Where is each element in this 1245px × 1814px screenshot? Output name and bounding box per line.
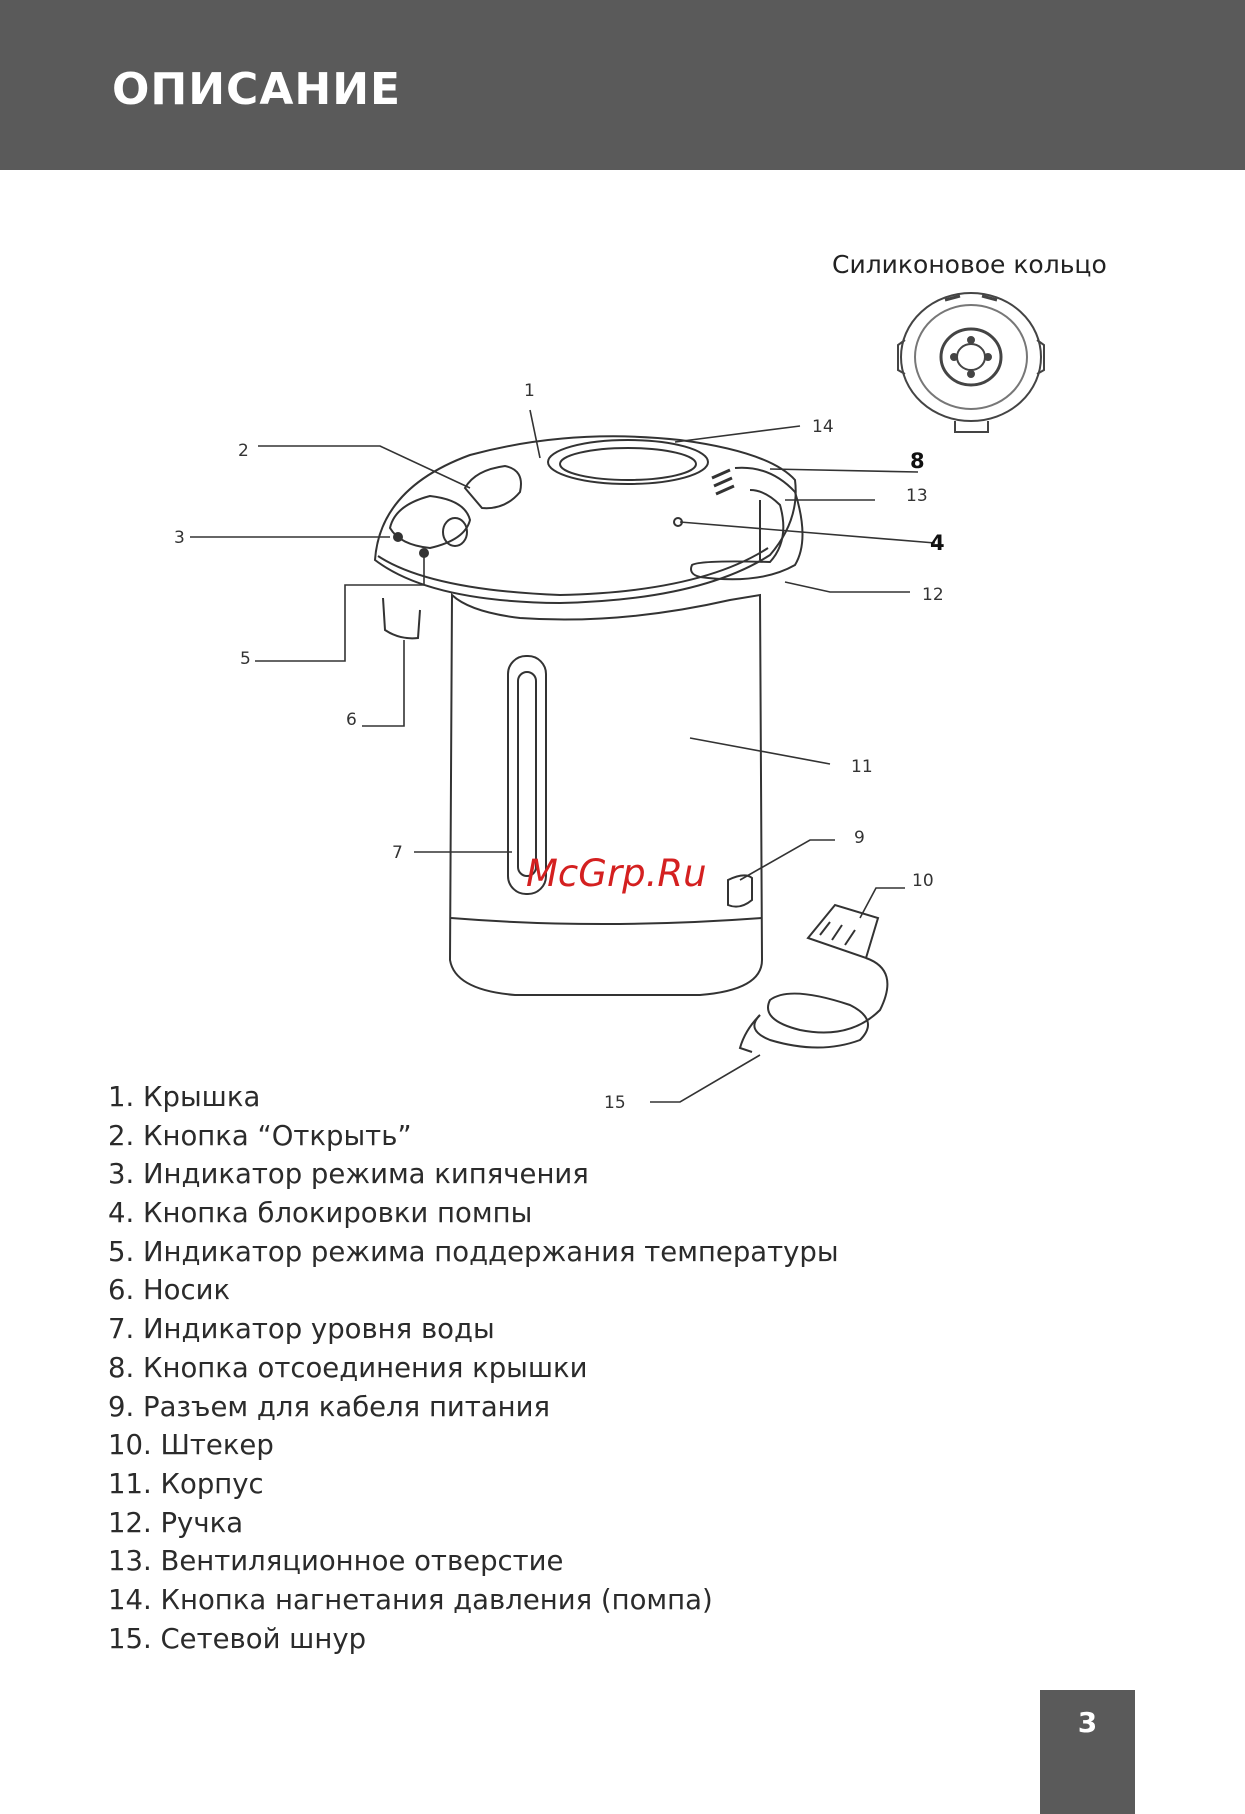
page-number: 3 (1077, 1706, 1098, 1739)
callout-13: 13 (906, 486, 928, 506)
callout-4: 4 (930, 531, 945, 555)
callout-10: 10 (912, 871, 934, 891)
callout-14: 14 (812, 417, 834, 437)
list-item: 9. Разъем для кабеля питания (108, 1390, 551, 1423)
callout-7: 7 (392, 843, 403, 863)
page-number-tab: 3 (1040, 1690, 1135, 1814)
list-item: 7. Индикатор уровня воды (108, 1313, 495, 1346)
list-item: 10. Штекер (108, 1429, 274, 1462)
leader-lines (190, 409, 936, 1103)
thermopot-body (373, 435, 889, 1053)
page-title: ОПИСАНИЕ (112, 64, 402, 115)
silicone-ring-caption: Силиконовое кольцо (832, 250, 1107, 279)
list-item: 2. Кнопка “Открыть” (108, 1119, 412, 1152)
callout-2: 2 (238, 441, 249, 461)
list-item: 1. Крышка (108, 1081, 261, 1113)
callout-3: 3 (174, 528, 185, 548)
callout-1: 1 (524, 381, 535, 401)
callout-15: 15 (604, 1093, 626, 1113)
callout-11: 11 (851, 757, 873, 777)
list-item: 4. Кнопка блокировки помпы (108, 1197, 533, 1230)
header-bar: ОПИСАНИЕ (0, 0, 1245, 170)
callout-9: 9 (854, 828, 865, 848)
list-item: 5. Индикатор режима поддержания температ… (108, 1235, 839, 1268)
thermopot-diagram: 1 2 3 4 5 6 7 8 9 10 11 12 13 14 15 (174, 292, 1045, 1113)
list-item: 12. Ручка (108, 1506, 244, 1539)
list-item: 15. Сетевой шнур (108, 1622, 367, 1655)
callout-12: 12 (922, 585, 944, 605)
callout-8: 8 (910, 449, 925, 473)
list-item: 8. Кнопка отсоединения крышки (108, 1351, 588, 1384)
list-item: 14. Кнопка нагнетания давления (помпа) (108, 1583, 713, 1616)
callout-5: 5 (240, 649, 251, 669)
list-item: 3. Индикатор режима кипячения (108, 1158, 589, 1191)
silicone-ring-illustration (897, 292, 1045, 433)
list-item: 13. Вентиляционное отверстие (108, 1545, 564, 1578)
parts-list: 1. Крышка 2. Кнопка “Открыть” 3. Индикат… (108, 1078, 839, 1658)
list-item: 6. Носик (108, 1274, 231, 1307)
watermark: McGrp.Ru (526, 852, 707, 895)
list-item: 11. Корпус (108, 1467, 264, 1500)
callout-6: 6 (346, 710, 357, 730)
